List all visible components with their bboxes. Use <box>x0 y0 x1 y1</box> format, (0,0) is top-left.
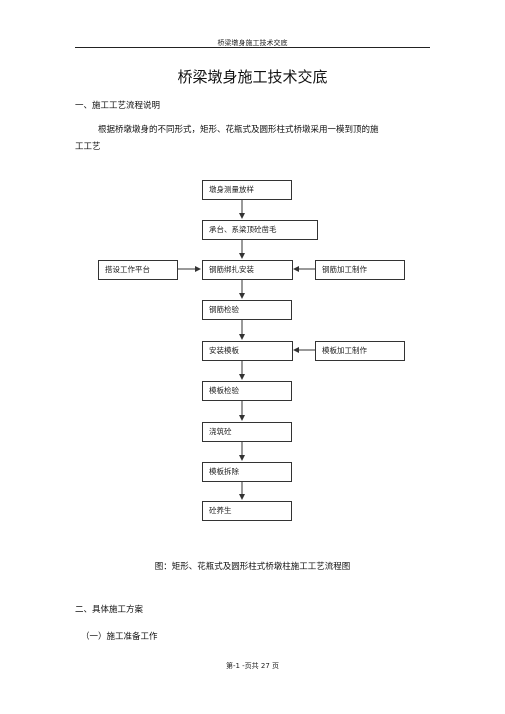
flow-step-survey: 墩身测量放样 <box>202 180 292 200</box>
page-footer: 第-1 -页共 27 页 <box>225 662 280 670</box>
flow-input-rebar-fabrication: 钢筋加工制作 <box>315 260 405 280</box>
flow-input-formwork-fabrication: 模板加工制作 <box>315 341 405 361</box>
flowchart-connectors <box>178 200 315 500</box>
flow-step-rebar-inspect: 钢筋检验 <box>202 300 292 320</box>
flow-step-formwork-inspect: 模板检验 <box>202 381 292 401</box>
section1-paragraph-line1: 根据桥墩墩身的不同形式，矩形、花瓶式及圆形柱式桥墩采用一模到顶的施 <box>98 125 379 135</box>
subsection1-heading: （一）施工准备工作 <box>81 632 158 642</box>
flow-step-pour-concrete: 浇筑砼 <box>202 422 292 442</box>
flow-step-curing: 砼养生 <box>202 501 292 521</box>
flow-step-remove-formwork: 模板拆除 <box>202 462 292 482</box>
flow-step-rebar-install: 钢筋绑扎安装 <box>202 260 293 280</box>
section2-heading: 二、具体施工方案 <box>75 605 144 615</box>
document-title: 桥梁墩身施工技术交底 <box>177 68 328 86</box>
flow-step-install-formwork: 安装模板 <box>202 341 293 361</box>
flow-input-work-platform: 搭设工作平台 <box>98 260 178 280</box>
header-rule <box>75 47 430 48</box>
flow-step-roughen: 承台、系梁顶砼凿毛 <box>202 220 318 240</box>
section1-paragraph-line2: 工工艺 <box>75 142 101 152</box>
construction-flowchart: 墩身测量放样 承台、系梁顶砼凿毛 钢筋绑扎安装 钢筋检验 安装模板 模板检验 浇… <box>0 168 505 528</box>
running-header: 桥梁墩身施工技术交底 <box>217 39 288 47</box>
section1-heading: 一、施工工艺流程说明 <box>75 101 161 111</box>
flowchart-caption: 图：矩形、花瓶式及圆形柱式桥墩柱施工工艺流程图 <box>154 562 351 572</box>
